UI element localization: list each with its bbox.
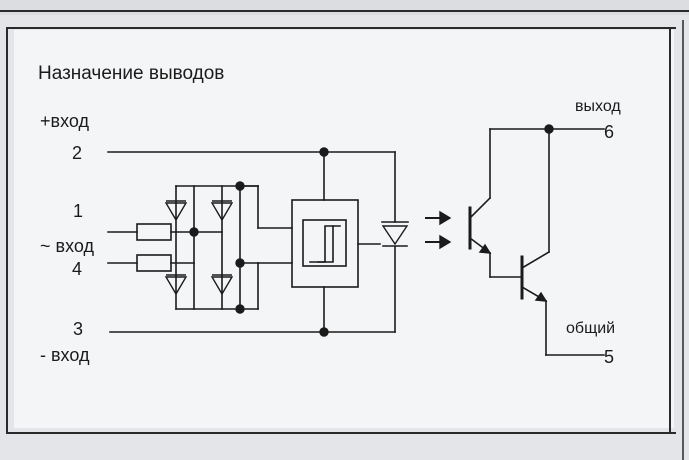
bridge-diode-4: [210, 276, 234, 296]
junction-dot: [235, 304, 245, 314]
bridge-diode-1: [164, 202, 188, 222]
junction-dot: [544, 124, 554, 134]
junction-dot: [189, 227, 199, 237]
pin-2-label: 2: [72, 143, 82, 163]
output-label: выход: [575, 98, 621, 115]
pin-5-label: 5: [604, 347, 614, 367]
pin-1-label: 1: [73, 201, 83, 221]
output-transistor-collector: [520, 250, 551, 270]
plus-input-label: +вход: [40, 111, 89, 131]
pin-4-label: 4: [72, 259, 82, 279]
junction-dot: [235, 258, 245, 268]
junction-dot: [319, 327, 329, 337]
phototransistor-collector: [468, 196, 492, 220]
ac-input-label: ~ вход: [40, 236, 94, 256]
diagram-panel: [14, 30, 674, 428]
bridge-diode-2: [210, 202, 234, 222]
pin-3-label: 3: [73, 319, 83, 339]
light-arrow-1-icon: [439, 210, 452, 226]
minus-input-label: - вход: [40, 345, 90, 365]
led-icon: [381, 225, 409, 246]
top-strip: [0, 0, 689, 15]
junction-dot: [235, 181, 245, 191]
emitter-arrow-1-icon: [478, 243, 492, 254]
light-arrow-2-icon: [439, 234, 452, 250]
bridge-diode-3: [164, 276, 188, 296]
schmitt-trigger-symbol: [302, 219, 347, 267]
pin-6-label: 6: [604, 122, 614, 142]
emitter-arrow-2-icon: [534, 291, 548, 302]
diagram-title: Назначение выводов: [38, 63, 224, 84]
hysteresis-curve-b: [317, 225, 334, 263]
common-label: общий: [566, 320, 615, 337]
junction-dot: [319, 147, 329, 157]
